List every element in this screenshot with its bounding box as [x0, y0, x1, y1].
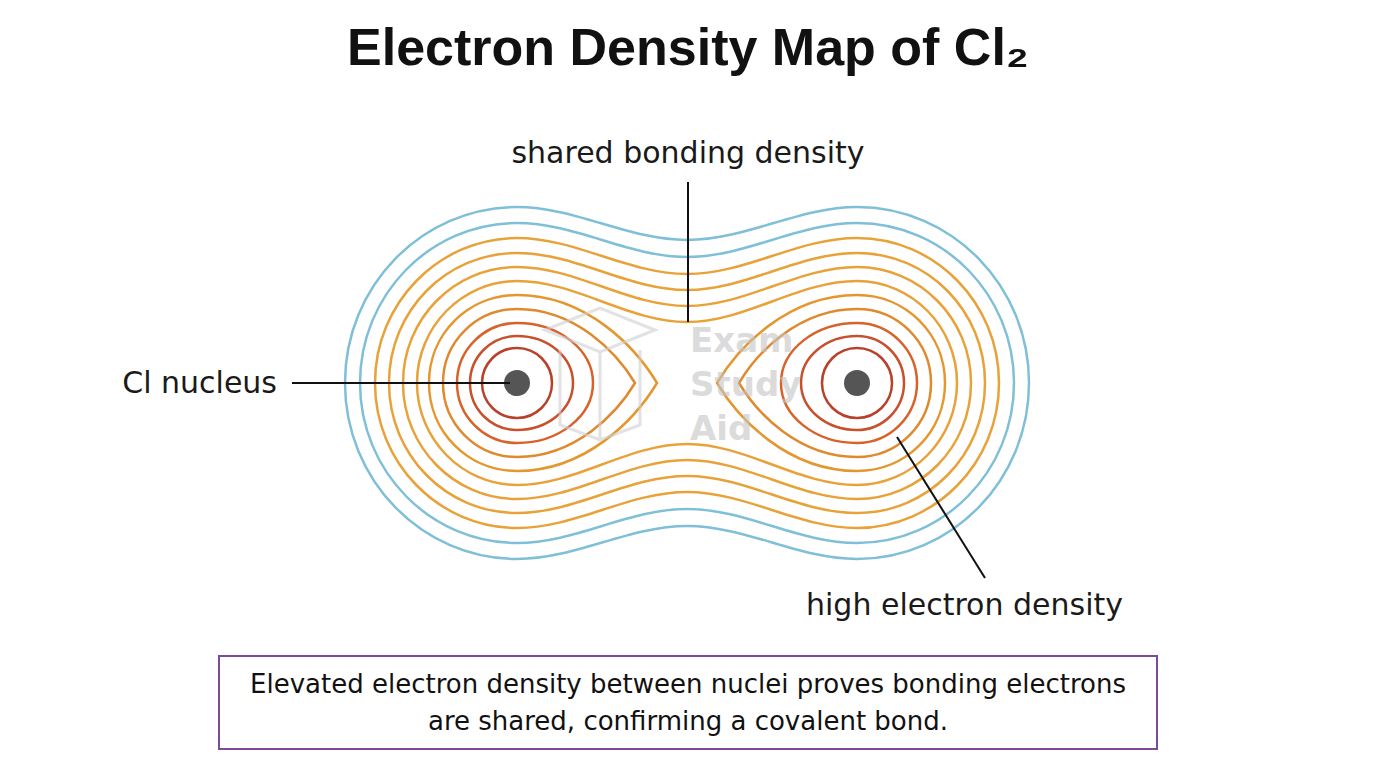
diagram-title: Electron Density Map of Cl₂ — [0, 14, 1376, 80]
watermark-text: Exam Study Aid — [690, 318, 830, 450]
book-outline — [560, 350, 640, 440]
leader-lines — [292, 182, 985, 578]
cap-outline — [545, 308, 655, 352]
leader-line — [897, 437, 985, 578]
contour-line — [822, 348, 892, 418]
leader-line — [687, 182, 689, 322]
leader-line — [292, 382, 510, 384]
caption-box: Elevated electron density between nuclei… — [218, 655, 1158, 750]
caption-text: Elevated electron density between nuclei… — [240, 666, 1136, 740]
nucleus-dot — [844, 370, 870, 396]
watermark-icon — [545, 308, 655, 440]
callout-label: shared bonding density — [438, 133, 938, 173]
callout-label: high electron density — [806, 585, 1226, 625]
contour-line — [801, 336, 904, 430]
callout-label: Cl nucleus — [60, 363, 277, 403]
nuclei — [504, 370, 870, 396]
